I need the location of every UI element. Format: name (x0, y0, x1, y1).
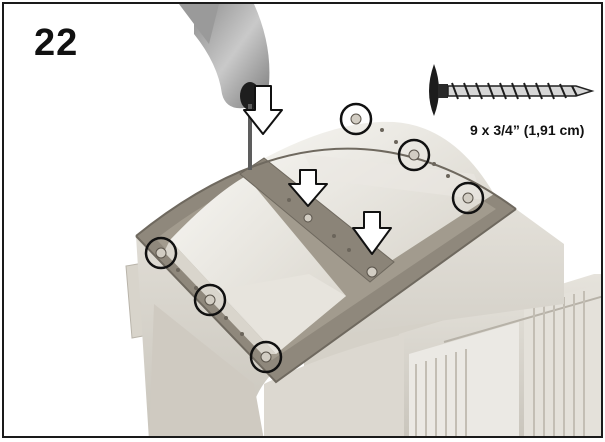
step-number: 22 (34, 22, 79, 64)
arrow-down-icon (352, 211, 392, 255)
insert-arrows (243, 85, 392, 255)
arrow-down-icon (243, 85, 283, 135)
screw-holes (176, 128, 450, 336)
screw-icon (429, 64, 595, 116)
assembly-illustration (125, 4, 601, 436)
hole-circle (193, 283, 227, 317)
rim-frame (135, 121, 517, 384)
arrow-down-icon (288, 169, 328, 207)
hole-circle (339, 102, 373, 136)
hole-circle (397, 138, 431, 172)
hole-circle (451, 181, 485, 215)
screw-size-label: 9 x 3/4” (1,91 cm) (470, 122, 585, 138)
instruction-panel: 22 9 x 3/4” (1,91 cm) (2, 2, 603, 438)
hole-circle (249, 340, 283, 374)
hole-circle (144, 236, 178, 270)
circled-screw-positions (144, 102, 485, 374)
